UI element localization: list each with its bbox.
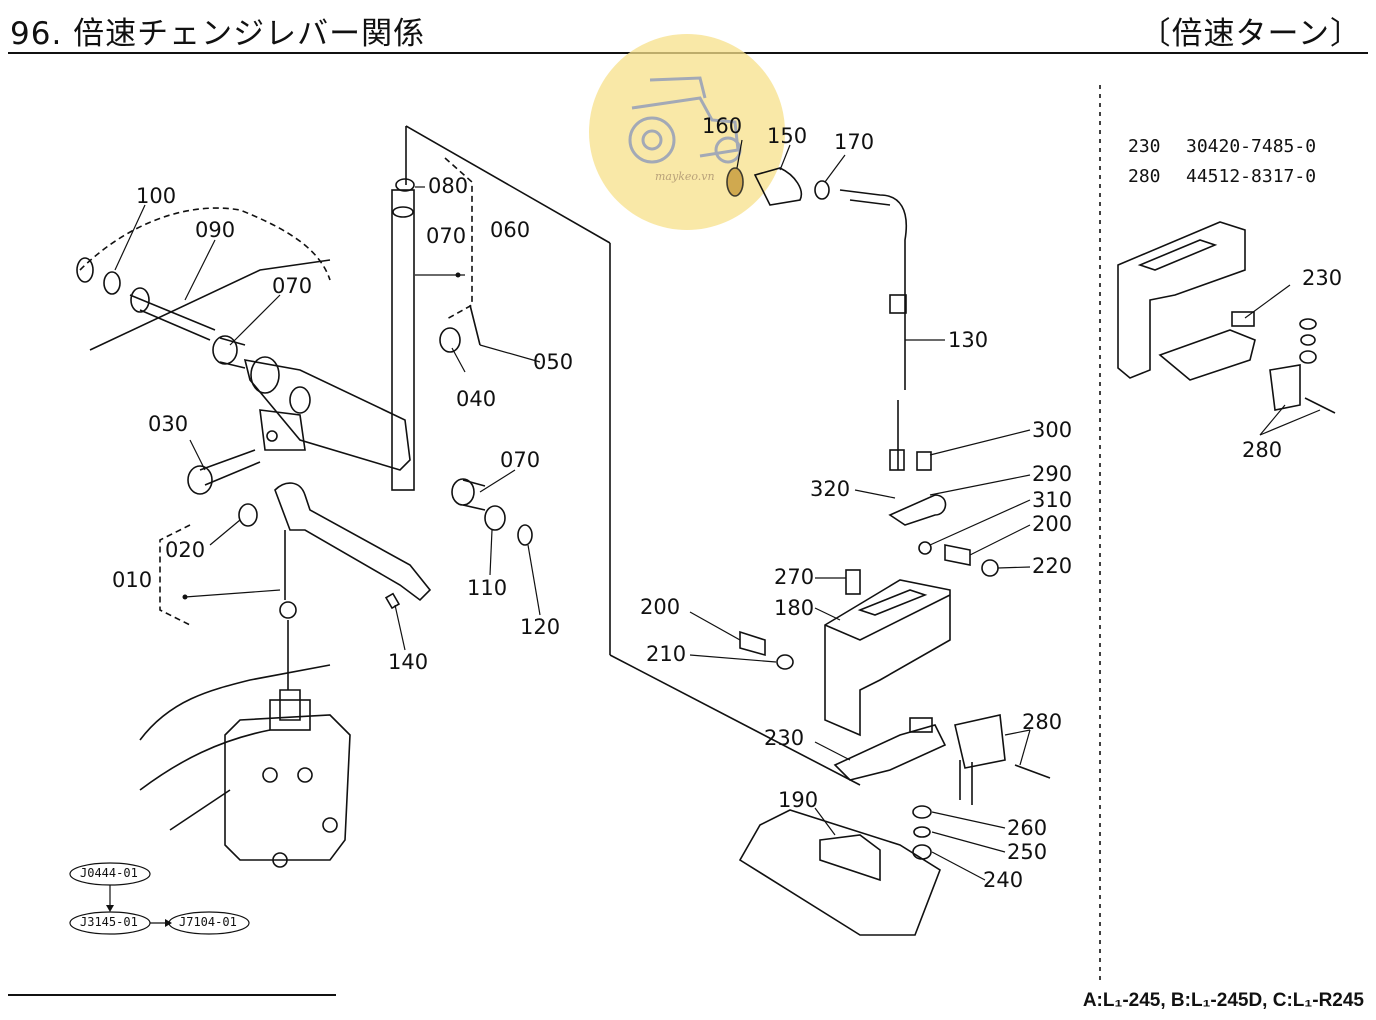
callout-200-left: 200 (640, 595, 681, 619)
callout-070: 070 (272, 274, 313, 298)
callout-240: 240 (983, 868, 1024, 892)
crossref-3: J7104-01 (179, 915, 237, 929)
callout-010: 010 (112, 568, 153, 592)
callout-300: 300 (1032, 418, 1073, 442)
callout-320: 320 (810, 477, 851, 501)
callout-030: 030 (148, 412, 189, 436)
crossref-1: J0444-01 (80, 866, 138, 880)
model-applicability: A:L₁-245, B:L₁-245D, C:L₁-R245 (1082, 990, 1364, 1011)
callout-070-rod: 070 (426, 224, 467, 248)
page-title: 96. 倍速チェンジレバー関係 (10, 16, 426, 52)
callout-040: 040 (456, 387, 497, 411)
callout-250: 250 (1007, 840, 1048, 864)
callout-200: 200 (1032, 512, 1073, 536)
callout-080: 080 (428, 174, 469, 198)
callout-090: 090 (195, 218, 236, 242)
callout-050: 050 (533, 350, 574, 374)
ref-row-2-no: 280 (1128, 166, 1161, 187)
callout-270: 270 (774, 565, 815, 589)
watermark-text: maykeo.vn (655, 170, 715, 183)
watermark-logo (589, 34, 785, 230)
callout-210: 210 (646, 642, 687, 666)
inset-callout-280: 280 (1242, 438, 1283, 462)
tractor-icon (628, 76, 742, 164)
callout-100: 100 (136, 184, 177, 208)
crossref-oval-1 (69, 862, 151, 886)
callout-170: 170 (834, 130, 875, 154)
callout-020: 020 (165, 538, 206, 562)
callout-160: 160 (702, 114, 743, 138)
callout-190: 190 (778, 788, 819, 812)
ref-row-1-no: 230 (1128, 136, 1161, 157)
crossref-2: J3145-01 (80, 915, 138, 929)
crossref-oval-3 (168, 911, 250, 935)
callout-310: 310 (1032, 488, 1073, 512)
crossref-oval-2 (69, 911, 151, 935)
ref-row-2-code: 44512-8317-0 (1186, 166, 1317, 187)
callout-120: 120 (520, 615, 561, 639)
ref-row-1-code: 30420-7485-0 (1186, 136, 1317, 157)
inset-callout-230: 230 (1302, 266, 1343, 290)
section-title: 〔倍速ターン〕 (1139, 16, 1362, 52)
callout-150: 150 (767, 124, 808, 148)
callout-220: 220 (1032, 554, 1073, 578)
callout-140: 140 (388, 650, 429, 674)
callout-110: 110 (467, 576, 508, 600)
callout-290: 290 (1032, 462, 1073, 486)
callout-180: 180 (774, 596, 815, 620)
footer-rule (8, 994, 336, 996)
callout-060: 060 (490, 218, 531, 242)
callout-260: 260 (1007, 816, 1048, 840)
callout-130: 130 (948, 328, 989, 352)
callout-280: 280 (1022, 710, 1063, 734)
callout-070-bush: 070 (500, 448, 541, 472)
callout-230: 230 (764, 726, 805, 750)
